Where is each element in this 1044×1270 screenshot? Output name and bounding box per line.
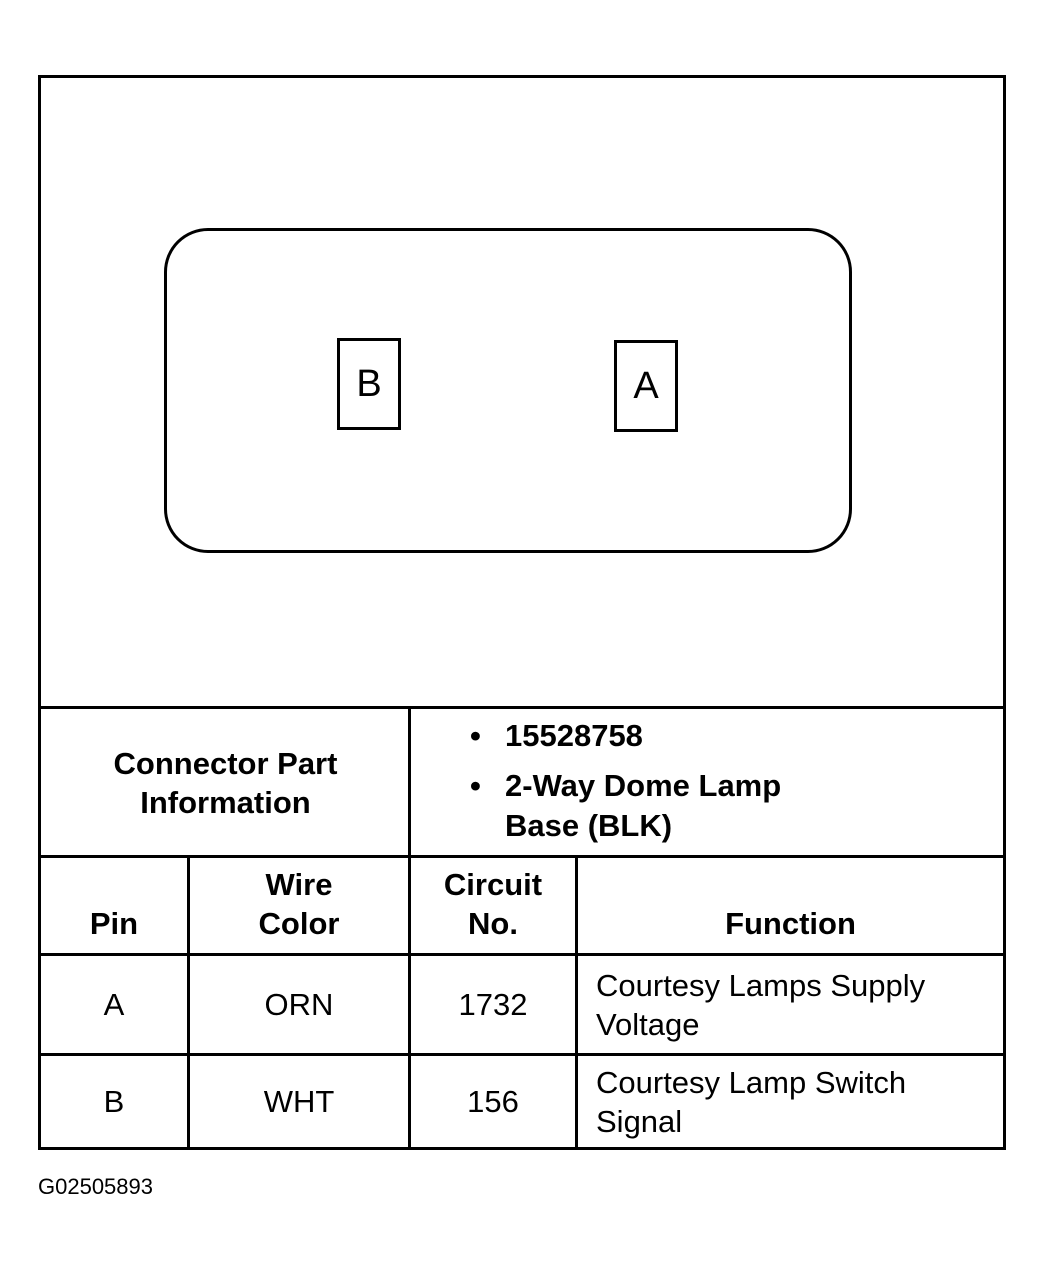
column-divider-function [575,855,578,1150]
column-divider-wire [187,855,190,1150]
cavity-b: B [337,338,401,430]
table-top-rule [38,706,1006,709]
diagram-frame [38,75,1006,1150]
header-circuit-line2: No. [468,906,518,941]
part-description-bullet: • 2-Way Dome Lamp Base (BLK) [470,766,781,846]
row-a-function: Courtesy Lamps Supply Voltage [578,956,1003,1053]
header-wire-line2: Color [258,906,340,941]
row-b-wire-text: WHT [263,1083,335,1119]
connector-face [164,228,852,553]
part-info-label: Connector Part Information [41,709,410,856]
header-circuit-line1: Circuit [443,867,543,902]
part-info-bullets: • 15528758 • 2-Way Dome Lamp Base (BLK) [470,716,781,856]
row-a-wire: ORN [190,956,408,1053]
row-b-function-line1: Courtesy Lamp Switch [596,1064,907,1100]
row-b-function-line2: Signal [596,1103,683,1139]
row-b-circuit-text: 156 [467,1083,519,1119]
row-a-function-line2: Voltage [596,1006,700,1042]
row-b-pin-text: B [103,1083,125,1119]
cavity-b-label: B [356,362,382,405]
bullet-dot-icon: • [470,718,481,753]
header-function: Function [578,858,1003,953]
part-info-label-line1: Connector Part [113,745,338,781]
row-b-pin: B [41,1056,187,1147]
row-a-wire-text: ORN [264,986,334,1022]
cavity-a-label: A [633,364,659,407]
info-bottom-rule [38,855,1006,858]
row-b-wire: WHT [190,1056,408,1147]
row-a-bottom-rule [38,1053,1006,1056]
part-description-line2: Base (BLK) [505,808,673,843]
part-description-line1: 2-Way Dome Lamp [505,768,782,803]
row-a-circuit-text: 1732 [458,986,528,1022]
row-b-circuit: 156 [411,1056,575,1147]
row-a-function-line1: Courtesy Lamps Supply [596,967,926,1003]
figure-id: G02505893 [38,1174,153,1199]
column-divider-circuit [408,706,411,1150]
header-wire-line1: Wire [265,867,333,902]
header-function-text: Function [725,906,856,941]
part-number: 15528758 [505,718,643,753]
part-number-bullet: • 15528758 [470,716,781,756]
part-info-label-line2: Information [140,784,311,820]
row-b-function: Courtesy Lamp Switch Signal [578,1056,1003,1147]
cavity-a: A [614,340,678,432]
row-a-pin: A [41,956,187,1053]
header-bottom-rule [38,953,1006,956]
header-pin-text: Pin [89,906,139,941]
header-pin: Pin [41,858,187,953]
header-wire-color: Wire Color [190,858,408,953]
row-a-pin-text: A [103,986,125,1022]
row-a-circuit: 1732 [411,956,575,1053]
bullet-dot-icon: • [470,768,481,803]
header-circuit-no: Circuit No. [411,858,575,953]
